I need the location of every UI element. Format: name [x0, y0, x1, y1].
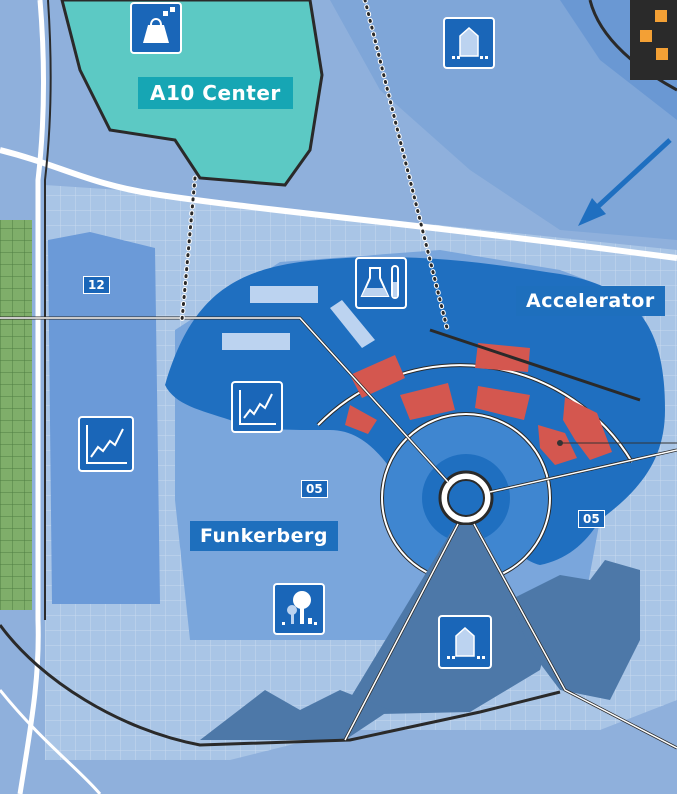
area-number-05-funkerberg: 05: [301, 480, 328, 498]
building-icon[interactable]: [438, 615, 492, 669]
tree-park-icon[interactable]: [273, 583, 325, 635]
area-number-12: 12: [83, 276, 110, 294]
west-road: [17, 0, 47, 794]
south-west-hills: [200, 690, 390, 740]
ring-core-center: [447, 479, 485, 517]
north-east-zone: [330, 0, 677, 240]
line-chart-icon[interactable]: [78, 416, 134, 472]
path-network-inner: [0, 317, 677, 749]
a10-center-outline: [60, 0, 324, 187]
accelerator-label[interactable]: Accelerator: [516, 286, 665, 316]
line-chart-icon[interactable]: [231, 381, 283, 433]
top-right-building: [630, 0, 677, 80]
west-road-edge: [44, 0, 52, 620]
dotted-path-north-core: [363, 0, 450, 334]
building-icon[interactable]: [443, 17, 495, 69]
shopping-bag-icon[interactable]: [130, 2, 182, 54]
main-road: [0, 147, 677, 261]
funkerberg-label[interactable]: Funkerberg: [190, 521, 338, 551]
lab-flask-icon[interactable]: [355, 257, 407, 309]
accelerator-buildings: [222, 286, 375, 350]
direction-arrow-icon: [578, 138, 672, 226]
area-number-05-east: 05: [578, 510, 605, 528]
south-road: [0, 689, 102, 794]
a10-center-label[interactable]: A10 Center: [138, 77, 293, 109]
dotted-path-west-core: [180, 176, 197, 322]
south-east-hills: [510, 560, 640, 700]
green-strip-grid: [0, 220, 32, 610]
